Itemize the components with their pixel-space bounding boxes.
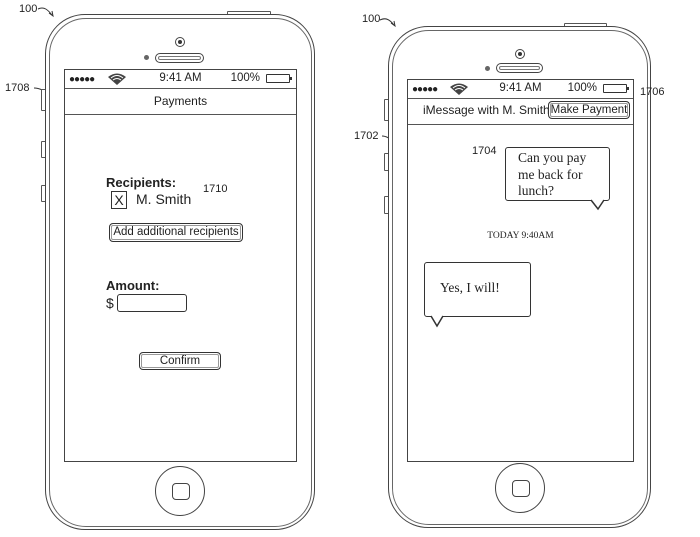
message-timestamp: TODAY 9:40AM bbox=[487, 231, 554, 241]
home-square-icon bbox=[172, 483, 190, 500]
nav-title: iMessage with M. Smith bbox=[423, 103, 550, 117]
earpiece-speaker bbox=[496, 63, 543, 73]
status-time: 9:41 AM bbox=[499, 82, 542, 94]
nav-bar: iMessage with M. Smith Make Payment bbox=[408, 98, 633, 125]
recipient-name: M. Smith bbox=[136, 191, 192, 207]
amount-input[interactable] bbox=[117, 294, 187, 312]
ref-label-1708: 1708 bbox=[5, 82, 30, 94]
message-line: lunch? bbox=[518, 183, 554, 198]
message-line: me back for bbox=[518, 166, 583, 182]
status-time: 9:41 AM bbox=[159, 72, 202, 84]
front-camera-icon bbox=[515, 49, 525, 59]
battery-icon bbox=[266, 74, 292, 83]
ref-label-1704: 1704 bbox=[472, 145, 497, 157]
nav-bar: Payments bbox=[65, 88, 296, 115]
currency-symbol: $ bbox=[106, 295, 114, 311]
ref-arrow-left bbox=[37, 7, 53, 16]
payments-screen: ●●●●● 9:41 AM 100% Payments Recipients: … bbox=[64, 69, 297, 462]
ref-label-1710: 1710 bbox=[203, 183, 228, 195]
messages-screen: ●●●●● 9:41 AM 100% iMessage with M. Smit… bbox=[407, 79, 634, 462]
status-bar: ●●●●● 9:41 AM 100% bbox=[65, 70, 296, 89]
recipient-checkbox[interactable]: X bbox=[111, 191, 127, 209]
ref-arrow-right bbox=[379, 18, 395, 26]
confirm-button[interactable]: Confirm bbox=[139, 352, 221, 370]
wifi-icon bbox=[108, 73, 126, 85]
message-bubble-outgoing: Can you pay me back for lunch? bbox=[505, 147, 610, 201]
ref-label-100-left: 100 bbox=[19, 3, 38, 15]
proximity-sensor bbox=[485, 66, 490, 71]
battery-icon bbox=[603, 84, 629, 93]
ref-label-1702: 1702 bbox=[354, 130, 379, 142]
message-line: Can you pay bbox=[518, 150, 587, 165]
home-button[interactable] bbox=[495, 463, 545, 513]
wifi-icon bbox=[450, 83, 468, 95]
home-button[interactable] bbox=[155, 466, 205, 516]
bubble-tail-incoming bbox=[430, 315, 444, 328]
ref-label-1706: 1706 bbox=[640, 86, 665, 98]
make-payment-button[interactable]: Make Payment bbox=[548, 101, 630, 119]
home-square-icon bbox=[512, 480, 530, 497]
front-camera-icon bbox=[175, 37, 185, 47]
battery-percent: 100% bbox=[230, 72, 260, 84]
add-recipients-button[interactable]: Add additional recipients bbox=[109, 223, 243, 242]
message-bubble-incoming: Yes, I will! bbox=[424, 262, 531, 317]
signal-strength-icon: ●●●●● bbox=[69, 74, 95, 85]
earpiece-speaker bbox=[155, 53, 204, 63]
battery-percent: 100% bbox=[567, 82, 597, 94]
ref-label-100-right: 100 bbox=[362, 13, 381, 25]
proximity-sensor bbox=[144, 55, 149, 60]
recipients-label: Recipients: bbox=[106, 175, 177, 190]
phone-bezel bbox=[49, 18, 312, 527]
status-bar: ●●●●● 9:41 AM 100% bbox=[408, 80, 633, 99]
bubble-tail-outgoing bbox=[590, 199, 605, 211]
phone-bezel bbox=[392, 30, 648, 525]
signal-strength-icon: ●●●●● bbox=[412, 84, 438, 95]
amount-label: Amount: bbox=[106, 278, 160, 293]
nav-title: Payments bbox=[153, 94, 208, 108]
